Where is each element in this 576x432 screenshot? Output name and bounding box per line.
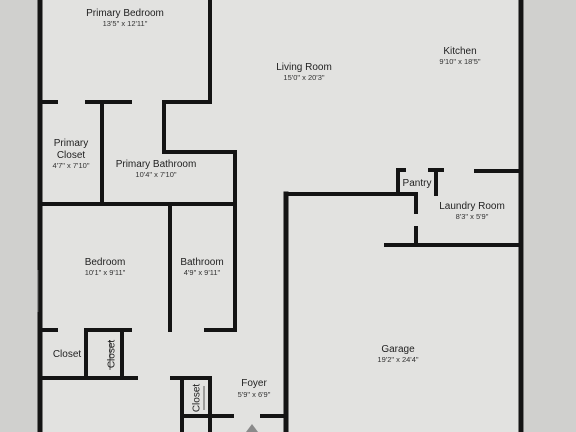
primary-bedroom-name: Primary Bedroom <box>86 8 164 19</box>
walls <box>37 0 524 432</box>
entry-arrow-icon <box>246 424 258 432</box>
primary-bedroom-dims: 13'5" x 12'11" <box>103 19 148 28</box>
garage-name: Garage <box>381 344 415 355</box>
living-room-dims: 15'0" x 20'3" <box>283 73 324 82</box>
floor-paper <box>38 0 524 432</box>
primary-closet-name-line1: Primary <box>54 138 88 149</box>
door-marks <box>37 270 205 410</box>
bathroom-dims: 4'9" x 9'11" <box>184 268 221 277</box>
primary-bathroom-name: Primary Bathroom <box>116 159 197 170</box>
primary-closet-dims: 4'7" x 7'10" <box>53 161 90 170</box>
garage-dims: 19'2" x 24'4" <box>377 355 418 364</box>
closet-left-name: Closet <box>53 349 82 360</box>
outside-area-left <box>0 0 38 432</box>
foyer-name: Foyer <box>241 378 267 389</box>
closet-foyer-name: Closet <box>192 384 203 413</box>
bathroom-name: Bathroom <box>180 257 223 268</box>
outside-area-right <box>524 0 576 432</box>
closet-small-name: Closet <box>107 340 118 369</box>
primary-bathroom-dims: 10'4" x 7'10" <box>135 170 176 179</box>
laundry-room-name: Laundry Room <box>439 201 505 212</box>
laundry-room-dims: 8'3" x 5'9" <box>456 212 489 221</box>
bedroom-dims: 10'1" x 9'11" <box>85 268 126 277</box>
room-labels: Primary Bedroom 13'5" x 12'11" Living Ro… <box>53 8 505 412</box>
primary-closet-name-line2: Closet <box>57 150 86 161</box>
living-room-name: Living Room <box>276 62 332 73</box>
bedroom-name: Bedroom <box>85 257 126 268</box>
pantry-name: Pantry <box>403 178 432 189</box>
kitchen-name: Kitchen <box>443 46 476 57</box>
kitchen-dims: 9'10" x 18'5" <box>439 57 480 66</box>
foyer-dims: 5'9" x 6'9" <box>238 390 271 399</box>
